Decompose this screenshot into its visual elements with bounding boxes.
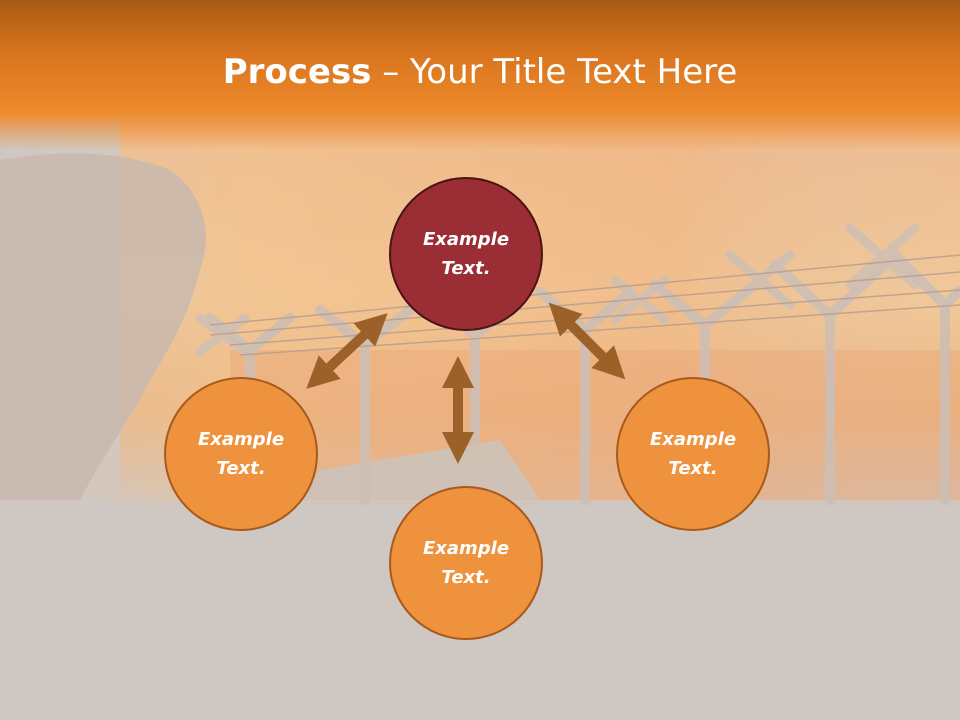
arrow-top-left [306,313,388,389]
node-left[interactable]: Example Text. [164,377,318,531]
node-top-line1: Example [422,229,510,250]
title-band [0,0,960,150]
node-right[interactable]: Example Text. [616,377,770,531]
node-right-line1: Example [649,429,737,450]
node-bottom[interactable]: Example Text. [389,486,543,640]
page-title: Process – Your Title Text Here [0,52,960,92]
arrow-top-right [548,302,626,380]
title-rest: – Your Title Text Here [371,52,738,92]
node-left-line2: Text. [216,458,266,479]
node-top[interactable]: Example Text. [389,177,543,331]
node-left-line1: Example [197,429,285,450]
node-bottom-line1: Example [422,538,510,559]
node-bottom-line2: Text. [441,567,491,588]
node-top-line2: Text. [441,258,491,279]
title-bold: Process [222,52,372,92]
node-right-line2: Text. [668,458,718,479]
